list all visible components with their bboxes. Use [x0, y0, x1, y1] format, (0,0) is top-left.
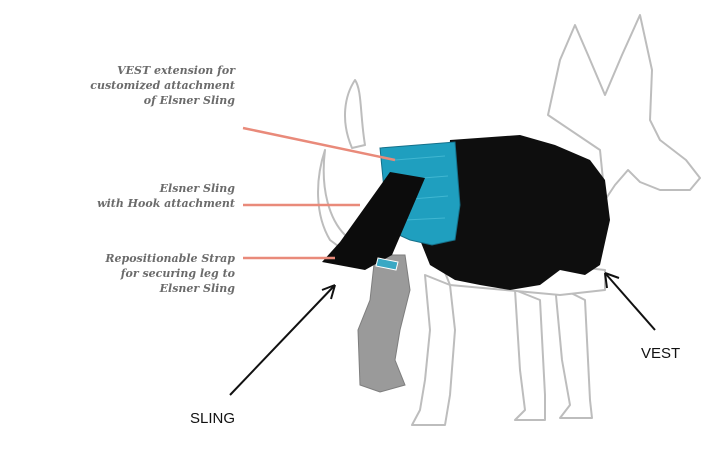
dog-front-leg-1: [515, 290, 545, 420]
arrow-vest: [605, 273, 655, 330]
dog-front-leg-2: [555, 285, 592, 418]
sling-supported-leg: [358, 255, 410, 392]
callout-repositionable-strap: Repositionable Strap for securing leg to…: [35, 252, 235, 297]
dog-hind-leg-2: [412, 275, 455, 425]
vest-label: VEST: [641, 345, 680, 362]
dog-tail: [345, 80, 365, 148]
sling-label: SLING: [190, 410, 235, 427]
callout-elsner-sling: Elsner Sling with Hook attachment: [35, 182, 235, 212]
arrow-sling: [230, 285, 335, 395]
callout-line-vest-extension: [243, 128, 395, 160]
callout-vest-extension: VEST extension for customized attachment…: [35, 64, 235, 109]
